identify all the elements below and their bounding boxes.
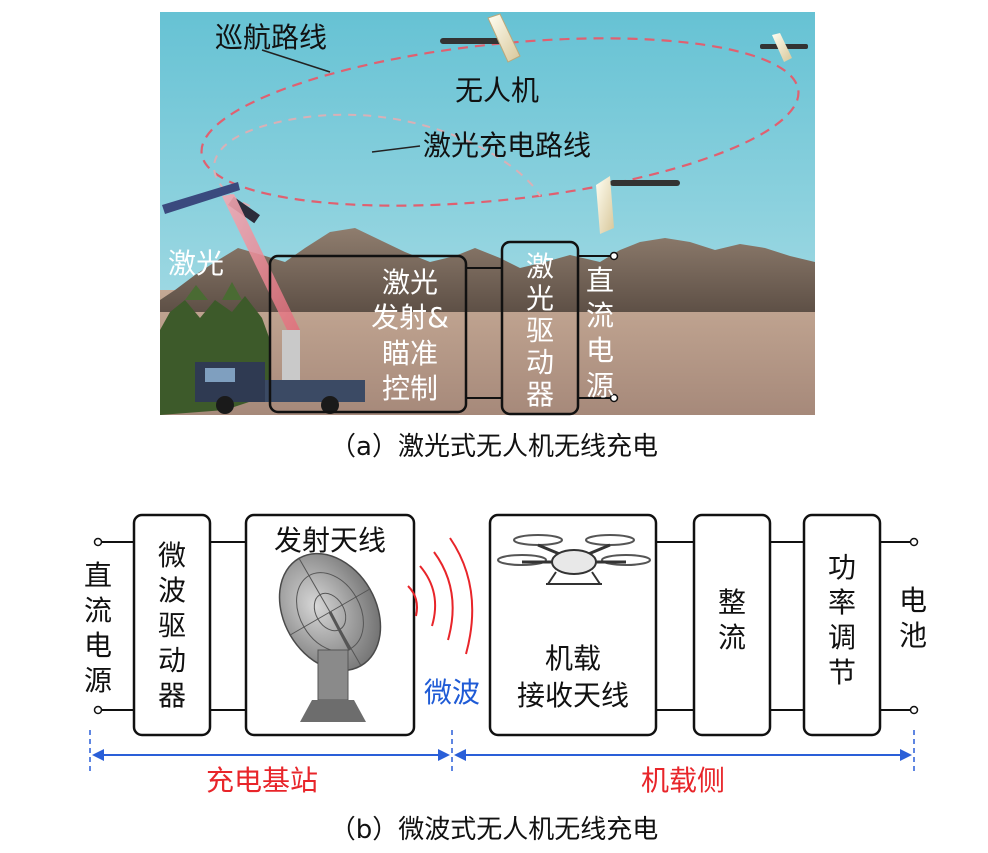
scene-background <box>160 12 815 415</box>
laser-emitter-box <box>268 254 468 414</box>
svg-text:节: 节 <box>828 656 856 689</box>
battery-label: 电 池 <box>899 584 927 652</box>
tx-antenna-label: 发射天线 <box>274 524 386 557</box>
svg-text:器: 器 <box>158 679 186 712</box>
svg-text:调: 调 <box>828 621 856 654</box>
dc-source-label-b: 直 流 电 源 <box>84 559 112 697</box>
dc-terminal-bottom-b <box>93 705 103 715</box>
svg-text:流: 流 <box>718 621 746 654</box>
panel-a: 巡航路线 无人机 激光充电路线 激光 激光 发射& 瞄准 控制 激 光 驱 动 … <box>160 12 815 462</box>
microwave-waves-icon <box>407 537 474 655</box>
span-arrows <box>89 730 915 772</box>
microwave-label: 微波 <box>424 676 480 709</box>
svg-text:机载: 机载 <box>545 642 601 675</box>
cruise-route-label: 巡航路线 <box>215 21 327 54</box>
svg-text:动: 动 <box>158 644 186 677</box>
svg-text:流: 流 <box>586 299 614 332</box>
uav-label: 无人机 <box>455 74 539 107</box>
laser-driver-box <box>500 240 580 416</box>
microwave-driver-box <box>132 513 212 737</box>
rx-antenna-box <box>488 513 658 737</box>
rectifier-label: 整 流 <box>718 586 746 654</box>
svg-text:波: 波 <box>158 574 186 607</box>
uav-top-icon <box>440 13 521 63</box>
rx-antenna-label: 机载 接收天线 <box>517 642 629 712</box>
svg-text:源: 源 <box>84 664 112 697</box>
svg-text:电: 电 <box>586 334 614 367</box>
power-regulation-label: 功 率 调 节 <box>828 551 856 689</box>
panel-b: 直 流 电 源 微 波 驱 动 器 发射天线 微波 机载 接收天线 整 流 功 … <box>84 513 927 845</box>
svg-text:电: 电 <box>84 629 112 662</box>
svg-text:光: 光 <box>526 282 554 315</box>
svg-text:整: 整 <box>718 586 746 619</box>
svg-text:发射&: 发射& <box>371 301 449 334</box>
quadcopter-icon <box>497 534 651 585</box>
laser-driver-label: 激 光 驱 动 器 <box>526 250 554 411</box>
laser-beam <box>222 194 300 332</box>
svg-text:微: 微 <box>158 539 186 572</box>
dc-terminal-bottom <box>609 393 619 403</box>
cruise-route-leader <box>261 49 331 73</box>
svg-text:直: 直 <box>84 559 112 592</box>
caption-a: （a）激光式无人机无线充电 <box>330 432 658 462</box>
svg-text:驱: 驱 <box>158 609 186 642</box>
laser-route-leader <box>371 145 421 153</box>
svg-text:激: 激 <box>526 250 554 283</box>
uav-right-icon <box>760 33 808 62</box>
svg-text:瞄准: 瞄准 <box>382 337 438 370</box>
svg-text:源: 源 <box>586 369 614 402</box>
svg-text:驱: 驱 <box>526 314 554 347</box>
svg-text:激光: 激光 <box>382 266 438 299</box>
satellite-dish-icon <box>278 552 382 722</box>
laser-charge-route-label: 激光充电路线 <box>423 129 591 162</box>
svg-text:率: 率 <box>828 586 856 619</box>
svg-text:池: 池 <box>899 619 927 652</box>
panel-a-wires <box>466 255 612 399</box>
panel-b-wires <box>100 541 912 711</box>
battery-terminal-bottom <box>909 705 919 715</box>
dc-terminal-top-b <box>93 537 103 547</box>
uav-lower-icon <box>596 176 680 234</box>
svg-text:流: 流 <box>84 594 112 627</box>
svg-text:接收天线: 接收天线 <box>517 679 629 712</box>
rectifier-box <box>692 513 772 737</box>
svg-text:动: 动 <box>526 346 554 379</box>
battery-terminal-top <box>909 537 919 547</box>
svg-text:控制: 控制 <box>382 372 438 405</box>
dc-source-label-a: 直 流 电 源 <box>586 264 614 402</box>
dc-terminal-top <box>609 251 619 261</box>
svg-text:器: 器 <box>526 378 554 411</box>
caption-b: （b）微波式无人机无线充电 <box>330 815 659 845</box>
onboard-side-label: 机载侧 <box>641 764 725 797</box>
microwave-driver-label: 微 波 驱 动 器 <box>158 539 186 712</box>
cruise-route-path <box>200 37 800 207</box>
power-regulation-box <box>802 513 882 737</box>
laser-emitter-label: 激光 发射& 瞄准 控制 <box>371 266 449 405</box>
svg-text:直: 直 <box>586 264 614 297</box>
svg-text:电: 电 <box>899 584 927 617</box>
base-station-label: 充电基站 <box>206 764 318 797</box>
mountains <box>160 228 815 312</box>
svg-text:功: 功 <box>828 551 856 584</box>
laser-label: 激光 <box>168 247 224 280</box>
truck-icon <box>195 330 365 414</box>
